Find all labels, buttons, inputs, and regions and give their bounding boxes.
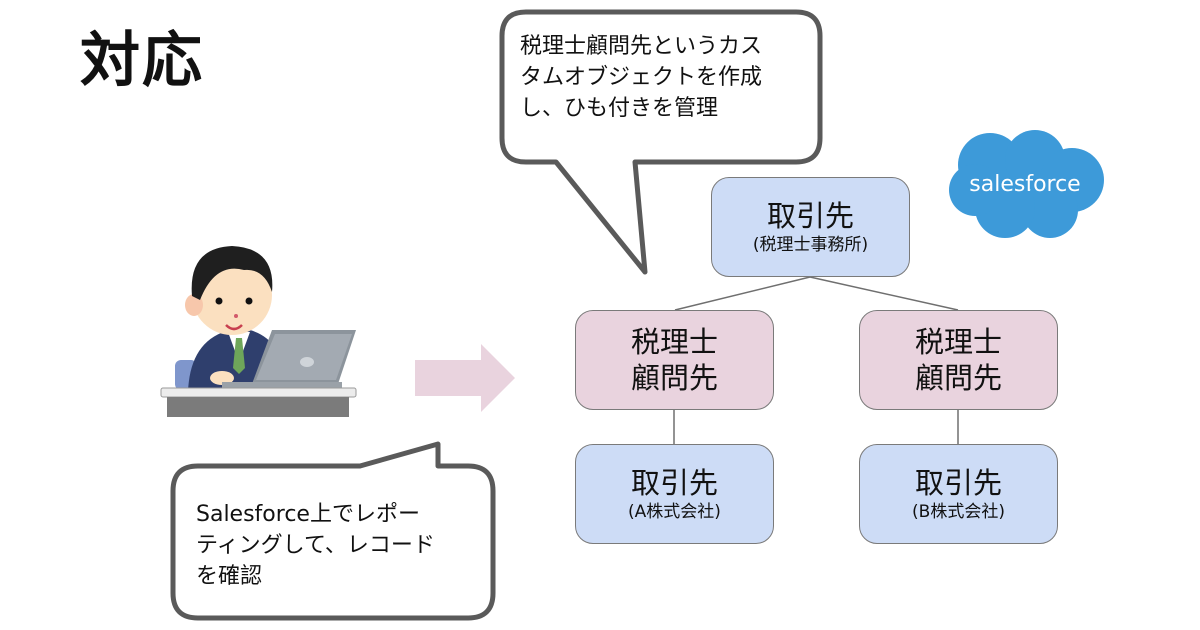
node-account-a-sub: (A株式会社)	[628, 502, 721, 522]
callout-bottom-bubble	[170, 441, 496, 621]
node-account-a-label: 取引先	[630, 466, 718, 500]
node-account-b: 取引先 (B株式会社)	[859, 444, 1058, 544]
node-advisor-left-label: 税理士 顧問先	[630, 325, 718, 395]
right-arrow-icon	[415, 344, 515, 412]
businessman-laptop-illustration	[160, 246, 357, 417]
callout-top-bubble	[499, 9, 823, 275]
node-account-b-sub: (B株式会社)	[912, 502, 1005, 522]
callout-top-text: 税理士顧問先というカス タムオブジェクトを作成 し、ひも付きを管理	[520, 34, 763, 121]
node-advisor-right-label: 税理士 顧問先	[914, 325, 1002, 395]
connector-root-right	[809, 276, 959, 311]
node-root-account-label: 取引先	[766, 199, 854, 233]
salesforce-logo: salesforce	[949, 130, 1104, 238]
connector-root-left	[674, 276, 811, 311]
node-account-a: 取引先 (A株式会社)	[575, 444, 774, 544]
node-advisor-left: 税理士 顧問先	[575, 310, 774, 410]
node-advisor-right: 税理士 顧問先	[859, 310, 1058, 410]
callout-bottom-text: Salesforce上でレポー ティングして、レコード を確認	[196, 502, 435, 589]
node-root-account-sub: (税理士事務所)	[752, 235, 869, 255]
salesforce-logo-text: salesforce	[969, 172, 1080, 197]
node-root-account: 取引先 (税理士事務所)	[711, 177, 910, 277]
page-title: 対応	[80, 26, 204, 96]
node-account-b-label: 取引先	[914, 466, 1002, 500]
